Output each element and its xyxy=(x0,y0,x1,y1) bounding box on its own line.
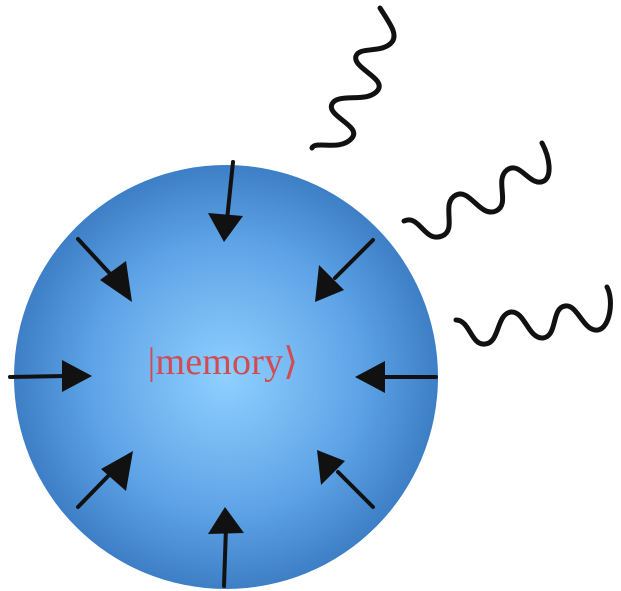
inward-arrow-icon xyxy=(208,160,243,242)
radiation-wave-icon xyxy=(309,5,397,151)
inward-arrow-icon xyxy=(76,237,132,302)
memory-ket-label: |memory⟩ xyxy=(147,341,299,383)
inward-arrow-icon xyxy=(355,361,438,393)
inward-arrow-icon xyxy=(315,238,375,302)
inward-arrow-icon xyxy=(8,360,92,392)
radiation-wave-icon xyxy=(453,284,613,347)
inward-arrow-icon xyxy=(208,507,244,588)
radiation-wave-icon xyxy=(401,140,552,240)
inward-arrow-icon xyxy=(76,451,133,509)
inward-arrow-icon xyxy=(317,450,375,509)
